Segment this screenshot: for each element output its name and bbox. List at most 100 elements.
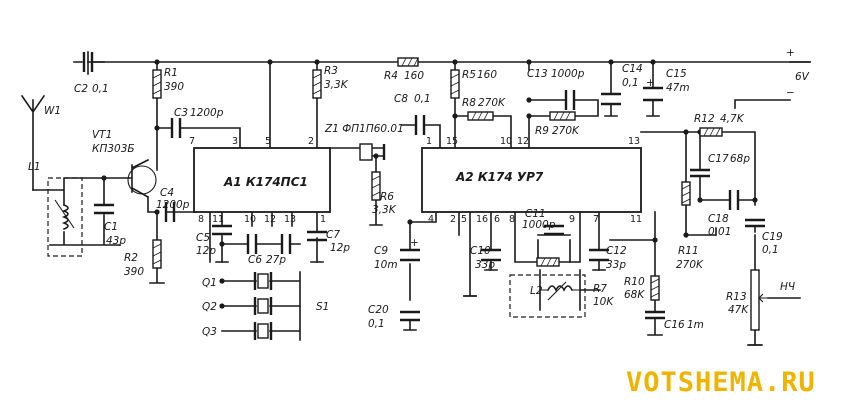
resistor-r7: R7 10K (536, 257, 614, 308)
vt1-ref: VT1 (92, 129, 112, 141)
transistor-vt1: VT1 КП303Б (92, 129, 157, 195)
ic-a2-pin: 9 (569, 214, 575, 225)
r5-value: 160 (477, 69, 497, 81)
resistor-r13-potentiometer: R13 47K (726, 269, 770, 331)
r12-ref: R12 (694, 113, 715, 125)
r2-ref: R2 (124, 252, 138, 264)
resistor-r10: R10 68K (624, 275, 660, 301)
l2-ref: L2 (530, 285, 543, 297)
wires (20, 51, 811, 346)
capacitor-c11: C11 1000p (522, 208, 564, 236)
r4-value: 160 (404, 70, 424, 82)
ic-a2-pin: 2 (450, 214, 456, 225)
c15-polarity: + (646, 77, 655, 89)
resistor-r1: R1 390 (152, 67, 184, 99)
resistor-r6: R6 3,3K (371, 171, 397, 216)
r6-ref: R6 (380, 191, 394, 203)
c19-value: 0,1 (762, 244, 779, 256)
watermark: VOTSHEMA.RU (626, 367, 816, 398)
capacitor-c4: C4 1200p (156, 187, 190, 222)
coil-l2: L2 (509, 274, 586, 318)
q1-label: Q1 (202, 277, 217, 289)
r8-ref: R8 (462, 97, 476, 109)
c7-ref: C7 (326, 229, 340, 241)
c5-ref: C5 (196, 232, 210, 244)
antenna-label: W1 (44, 105, 61, 117)
supply-minus: − (786, 87, 795, 99)
r5-ref: R5 (462, 69, 476, 81)
ic-a2-label: A2 К174 УР7 (455, 170, 544, 184)
ic-a2-pin: 4 (428, 214, 434, 225)
vt1-type: КП303Б (92, 143, 135, 155)
c17-ref: C17 (708, 153, 729, 165)
ic-a1-pin: 8 (198, 214, 204, 225)
c10-ref: C10 (470, 245, 491, 257)
r11-ref: R11 (678, 245, 699, 257)
capacitor-c19: C19 0,1 (745, 218, 783, 256)
r7-ref: R7 (593, 283, 607, 295)
r13-value: 47K (728, 304, 749, 316)
ground-symbols (215, 261, 762, 346)
capacitor-c1: C1 43p (94, 203, 126, 247)
resistor-r9: R9 270K (535, 111, 580, 137)
c20-value: 0,1 (368, 318, 385, 330)
resistor-r5: R5 160 (450, 69, 497, 99)
c16-value: 1m (687, 319, 704, 331)
capacitor-c2: C2 0,1 (73, 52, 109, 95)
resistor-r3: R3 3,3K (312, 65, 349, 99)
r8-value: 270K (478, 97, 506, 109)
capacitor-c14: C14 0,1 (601, 63, 643, 106)
audio-output: НЧ (780, 281, 795, 293)
c4-ref: C4 (160, 187, 174, 199)
capacitor-c15: + C15 47m (643, 68, 690, 102)
ic-a2-pin: 16 (476, 214, 488, 225)
resistor-r12: R12 4,7K (694, 113, 745, 137)
r3-value: 3,3K (324, 79, 349, 91)
r7-value: 10K (593, 296, 614, 308)
switch-s1: S1 (316, 301, 329, 313)
capacitor-c7: C7 12p (307, 229, 350, 254)
q2-label: Q2 (202, 301, 217, 313)
c12-ref: C12 (606, 245, 627, 257)
r2-value: 390 (124, 266, 144, 278)
capacitor-c20: C20 0,1 (368, 304, 420, 330)
resistor-r4: R4 160 (384, 57, 424, 82)
capacitor-c10: C10 33p (470, 245, 501, 271)
ic-a1-pin: 13 (284, 214, 296, 225)
r1-ref: R1 (164, 67, 178, 79)
c10-value: 33p (475, 259, 495, 271)
c14-value: 0,1 (622, 77, 639, 89)
capacitor-c9: C9 10m + (374, 237, 420, 271)
coil-l1: L1 (28, 161, 83, 257)
ic-a2-pin: 12 (517, 136, 529, 147)
capacitor-c18: C18 0,01 (708, 190, 740, 238)
c6-ref: C6 (248, 254, 262, 266)
r9-value: 270K (552, 125, 580, 137)
c7-value: 12p (330, 242, 350, 254)
ic-a2-pin: 7 (593, 214, 599, 225)
ic-a2-pin: 1 (426, 136, 432, 147)
ic-a2-pin: 6 (494, 214, 500, 225)
crystal-q1: Q1 (202, 272, 273, 290)
r11-value: 270K (676, 259, 704, 271)
resistor-r8: R8 270K (462, 97, 506, 121)
ic-a1-pin: 10 (244, 214, 256, 225)
c9-value: 10m (374, 259, 398, 271)
ic-a1-pin: 11 (212, 214, 224, 225)
capacitor-c12: C12 33p (589, 245, 627, 271)
c2-value: 0,1 (92, 83, 109, 95)
z1-label: Z1 ФП1П60.01 (324, 123, 404, 135)
supply-voltage: 6V (795, 71, 810, 83)
filter-z1: Z1 ФП1П60.01 (324, 123, 404, 161)
c9-ref: C9 (374, 245, 388, 257)
r10-ref: R10 (624, 276, 645, 288)
ic-a2-pin: 11 (630, 214, 642, 225)
s1-label: S1 (316, 301, 329, 313)
output-label: НЧ (780, 281, 795, 293)
c15-ref: C15 (666, 68, 687, 80)
c14-ref: C14 (622, 63, 643, 75)
c11-ref: C11 (525, 208, 546, 220)
r6-value: 3,3K (372, 204, 397, 216)
ic-a1-pin: 3 (232, 136, 238, 147)
resistor-r2: R2 390 (124, 239, 162, 278)
